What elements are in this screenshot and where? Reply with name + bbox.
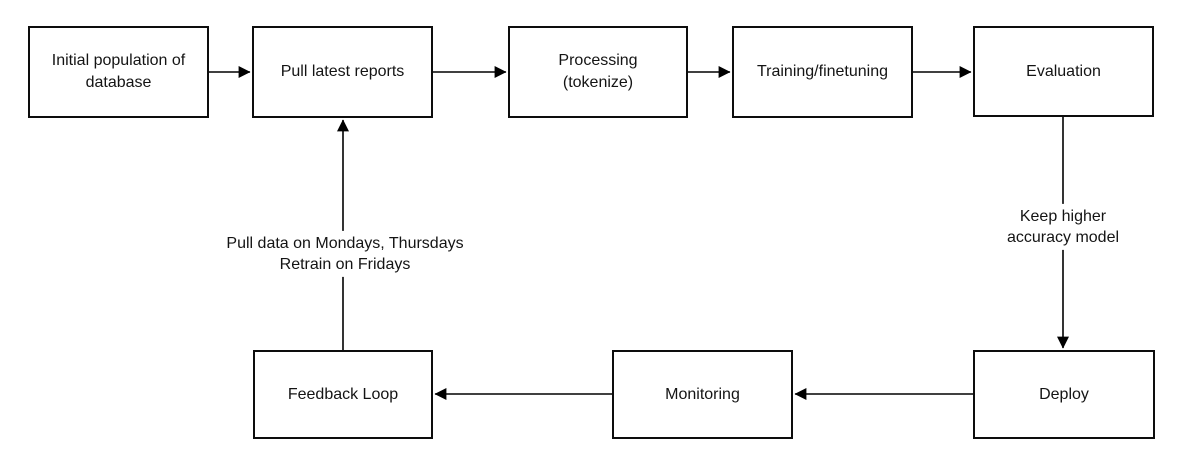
node-evaluation-label: Evaluation xyxy=(1026,62,1101,80)
node-deploy-label: Deploy xyxy=(1039,385,1089,403)
node-processing-tokenize: Processing (tokenize) xyxy=(508,26,688,118)
node-training-finetuning: Training/finetuning xyxy=(732,26,913,118)
node-evaluation: Evaluation xyxy=(973,26,1154,117)
node-pull-latest-reports: Pull latest reports xyxy=(252,26,433,118)
node-training-finetuning-label: Training/finetuning xyxy=(756,63,889,81)
node-initial-population-label: Initial population of database xyxy=(51,52,186,91)
edge-label-pull-data-schedule: Pull data on Mondays, Thursdays Retrain … xyxy=(223,230,467,278)
edge-label-keep-higher-accuracy: Keep higher accuracy model xyxy=(996,203,1130,251)
node-monitoring-label: Monitoring xyxy=(665,385,740,403)
node-processing-tokenize-label: Processing (tokenize) xyxy=(558,52,638,91)
node-pull-latest-reports-label: Pull latest reports xyxy=(280,63,405,81)
node-monitoring: Monitoring xyxy=(612,350,793,439)
node-feedback-loop-label: Feedback Loop xyxy=(287,385,399,403)
node-deploy: Deploy xyxy=(973,350,1155,439)
node-initial-population: Initial population of database xyxy=(28,26,209,118)
node-feedback-loop: Feedback Loop xyxy=(253,350,433,439)
